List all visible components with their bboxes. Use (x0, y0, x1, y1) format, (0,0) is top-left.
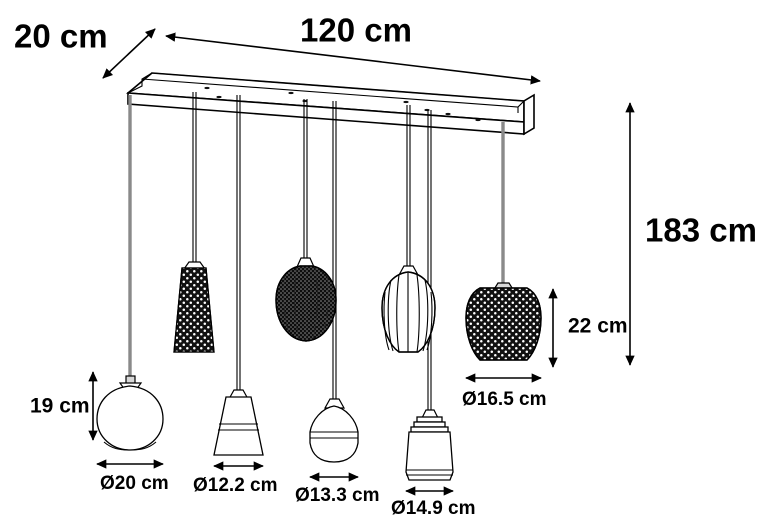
globe-shade (96, 375, 164, 451)
shade-outline-upper-2 (275, 265, 337, 342)
shade-body-globe (96, 385, 164, 451)
dimension-width (165, 32, 541, 85)
mesh-round-shade (275, 257, 337, 342)
label-diameter-cone: Ø12.2 cm (193, 475, 278, 496)
dimension-depth (102, 28, 156, 79)
shade-body-pot (309, 405, 359, 463)
dimension-diameters (96, 373, 542, 496)
label-total-height: 183 cm (645, 212, 757, 249)
pot-shade (309, 398, 359, 463)
cone-shade (213, 389, 264, 456)
shade-body-bell (465, 287, 542, 361)
dimension-width-arrow (165, 32, 541, 85)
fluted-cylinder-shade (381, 265, 436, 353)
shade-cap-pot (323, 398, 346, 409)
label-diameter-pot: Ø13.3 cm (295, 485, 380, 506)
shade-body-jar (405, 431, 454, 481)
dimension-depth-arrow (102, 28, 156, 79)
tapered-perforated-shade (173, 261, 215, 353)
shade-neck-jar (410, 416, 449, 433)
perforated-bell-shade (465, 282, 542, 361)
shade-outline-upper-3 (381, 271, 436, 353)
shade-outline-bell (465, 287, 542, 361)
shade-outline-upper-1 (173, 267, 215, 353)
label-height-globe: 19 cm (30, 395, 90, 418)
suspension-cords (128, 92, 505, 414)
shade-base-globe (103, 441, 157, 451)
ceiling-plate (125, 72, 535, 136)
shade-body-cone (213, 396, 264, 456)
label-diameter-globe: Ø20 cm (100, 473, 169, 494)
label-width: 120 cm (300, 12, 412, 49)
label-diameter-bell: Ø16.5 cm (462, 389, 547, 410)
label-diameter-jar: Ø14.9 cm (391, 498, 476, 519)
label-height-bell: 22 cm (568, 315, 628, 338)
jar-shade (405, 409, 454, 481)
ceiling-plate-end-face (523, 93, 535, 136)
label-depth: 20 cm (14, 18, 108, 55)
